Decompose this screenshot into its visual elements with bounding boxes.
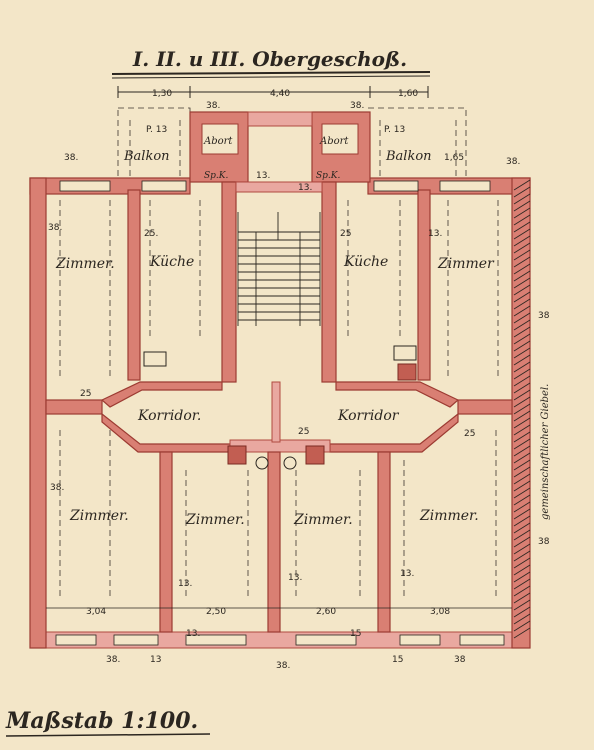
scale-underline xyxy=(5,733,211,737)
dim-38-j: 38 xyxy=(538,537,550,547)
label-party-wall: gemeinschaftlicher Giebel. xyxy=(540,384,551,520)
dim-13-e: 13. xyxy=(400,569,414,579)
wall-bottom-3 xyxy=(377,451,391,633)
label-balcony-right: Balkon xyxy=(385,149,432,164)
label-corridor-left: Korridor. xyxy=(137,408,201,424)
label-room-bottom-3: Zimmer. xyxy=(293,512,353,528)
plan-title: I. II. u III. Obergeschoß. xyxy=(132,47,407,71)
dim-38-h: 38. xyxy=(276,661,290,671)
scale-label: Maßstab 1:100. xyxy=(5,708,198,734)
stair-steps xyxy=(237,212,321,326)
dim-13-g: 13. xyxy=(186,629,200,639)
dim-38-g: 38. xyxy=(106,655,120,665)
dim-top-right: 1,60 xyxy=(398,89,418,99)
dim-25-b: 25. xyxy=(144,229,158,239)
dim-top-left: 1,30 xyxy=(152,89,172,99)
dim-38-d: 38. xyxy=(506,157,520,167)
label-room-top-left: Zimmer. xyxy=(55,256,115,272)
label-kitchen-left: Küche xyxy=(149,254,194,270)
label-room-bottom-4: Zimmer. xyxy=(419,508,479,524)
label-pantry-left: Sp.K. xyxy=(204,171,229,181)
dashed-interior-lines xyxy=(59,120,499,600)
label-toilet-left: Abort xyxy=(203,136,233,147)
dim-38-c: 38. xyxy=(64,153,78,163)
dim-15-b: 15 xyxy=(392,655,403,665)
label-balcony-left: Balkon xyxy=(123,149,170,164)
dim-bottom-260: 2,60 xyxy=(316,607,336,617)
dim-38-k: 38 xyxy=(454,655,466,665)
wall-room-kitchen-left xyxy=(127,189,141,381)
title-underline xyxy=(111,71,431,75)
dim-bottom-250: 2,50 xyxy=(206,607,226,617)
wall-bottom-2 xyxy=(267,451,281,633)
dim-p13-right: P. 13 xyxy=(384,125,405,135)
dim-25-e: 25 xyxy=(464,429,475,439)
dim-13-f: 13. xyxy=(428,229,442,239)
chimney-stacks xyxy=(143,345,417,470)
dim-38-b: 38. xyxy=(350,101,364,111)
label-toilet-right: Abort xyxy=(319,136,349,147)
dim-bottom-304: 3,04 xyxy=(86,607,106,617)
label-room-bottom-2: Zimmer. xyxy=(185,512,245,528)
dim-13-c: 13. xyxy=(178,579,192,589)
dim-38-a: 38. xyxy=(206,101,220,111)
label-room-top-right: Zimmer xyxy=(437,256,495,272)
top-dimension-line: 1,30 4,40 1,60 xyxy=(117,86,429,99)
dim-13-b: 13. xyxy=(298,183,312,193)
dim-13-a: 13. xyxy=(256,171,270,181)
dim-top-mid: 4,40 xyxy=(270,89,290,99)
label-room-bottom-1: Zimmer. xyxy=(69,508,129,524)
dim-25-a: 25 xyxy=(340,229,351,239)
dimension-annotations: 38. 38. 38. 38. 38. 38. 38. 38. 38 38 38… xyxy=(48,101,550,671)
balcony-right-outline xyxy=(367,107,467,181)
balcony-left-outline xyxy=(117,107,191,181)
label-pantry-right: Sp.K. xyxy=(316,171,341,181)
label-corridor-right: Korridor xyxy=(337,408,400,424)
dim-bottom-308: 3,08 xyxy=(430,607,450,617)
wall-room-kitchen-right xyxy=(417,189,431,381)
stair-core xyxy=(189,111,371,383)
party-wall-hatching xyxy=(513,179,531,639)
dim-15-a: 15 xyxy=(350,629,361,639)
dim-38-e: 38. xyxy=(48,223,62,233)
dim-13-d: 13. xyxy=(288,573,302,583)
wall-bottom-1 xyxy=(159,451,173,633)
title-underline-2 xyxy=(111,75,431,79)
dim-38-f: 38. xyxy=(50,483,64,493)
dim-165: 1,65 xyxy=(444,153,464,163)
window-openings xyxy=(55,180,505,646)
dim-25-c: 25 xyxy=(80,389,91,399)
dim-38-i: 38 xyxy=(538,311,550,321)
corridor-walls xyxy=(45,381,513,453)
dim-25-d: 25 xyxy=(298,427,309,437)
dim-p13-left: P. 13 xyxy=(146,125,167,135)
dim-13-h: 13 xyxy=(150,655,161,665)
label-kitchen-right: Küche xyxy=(343,254,388,270)
